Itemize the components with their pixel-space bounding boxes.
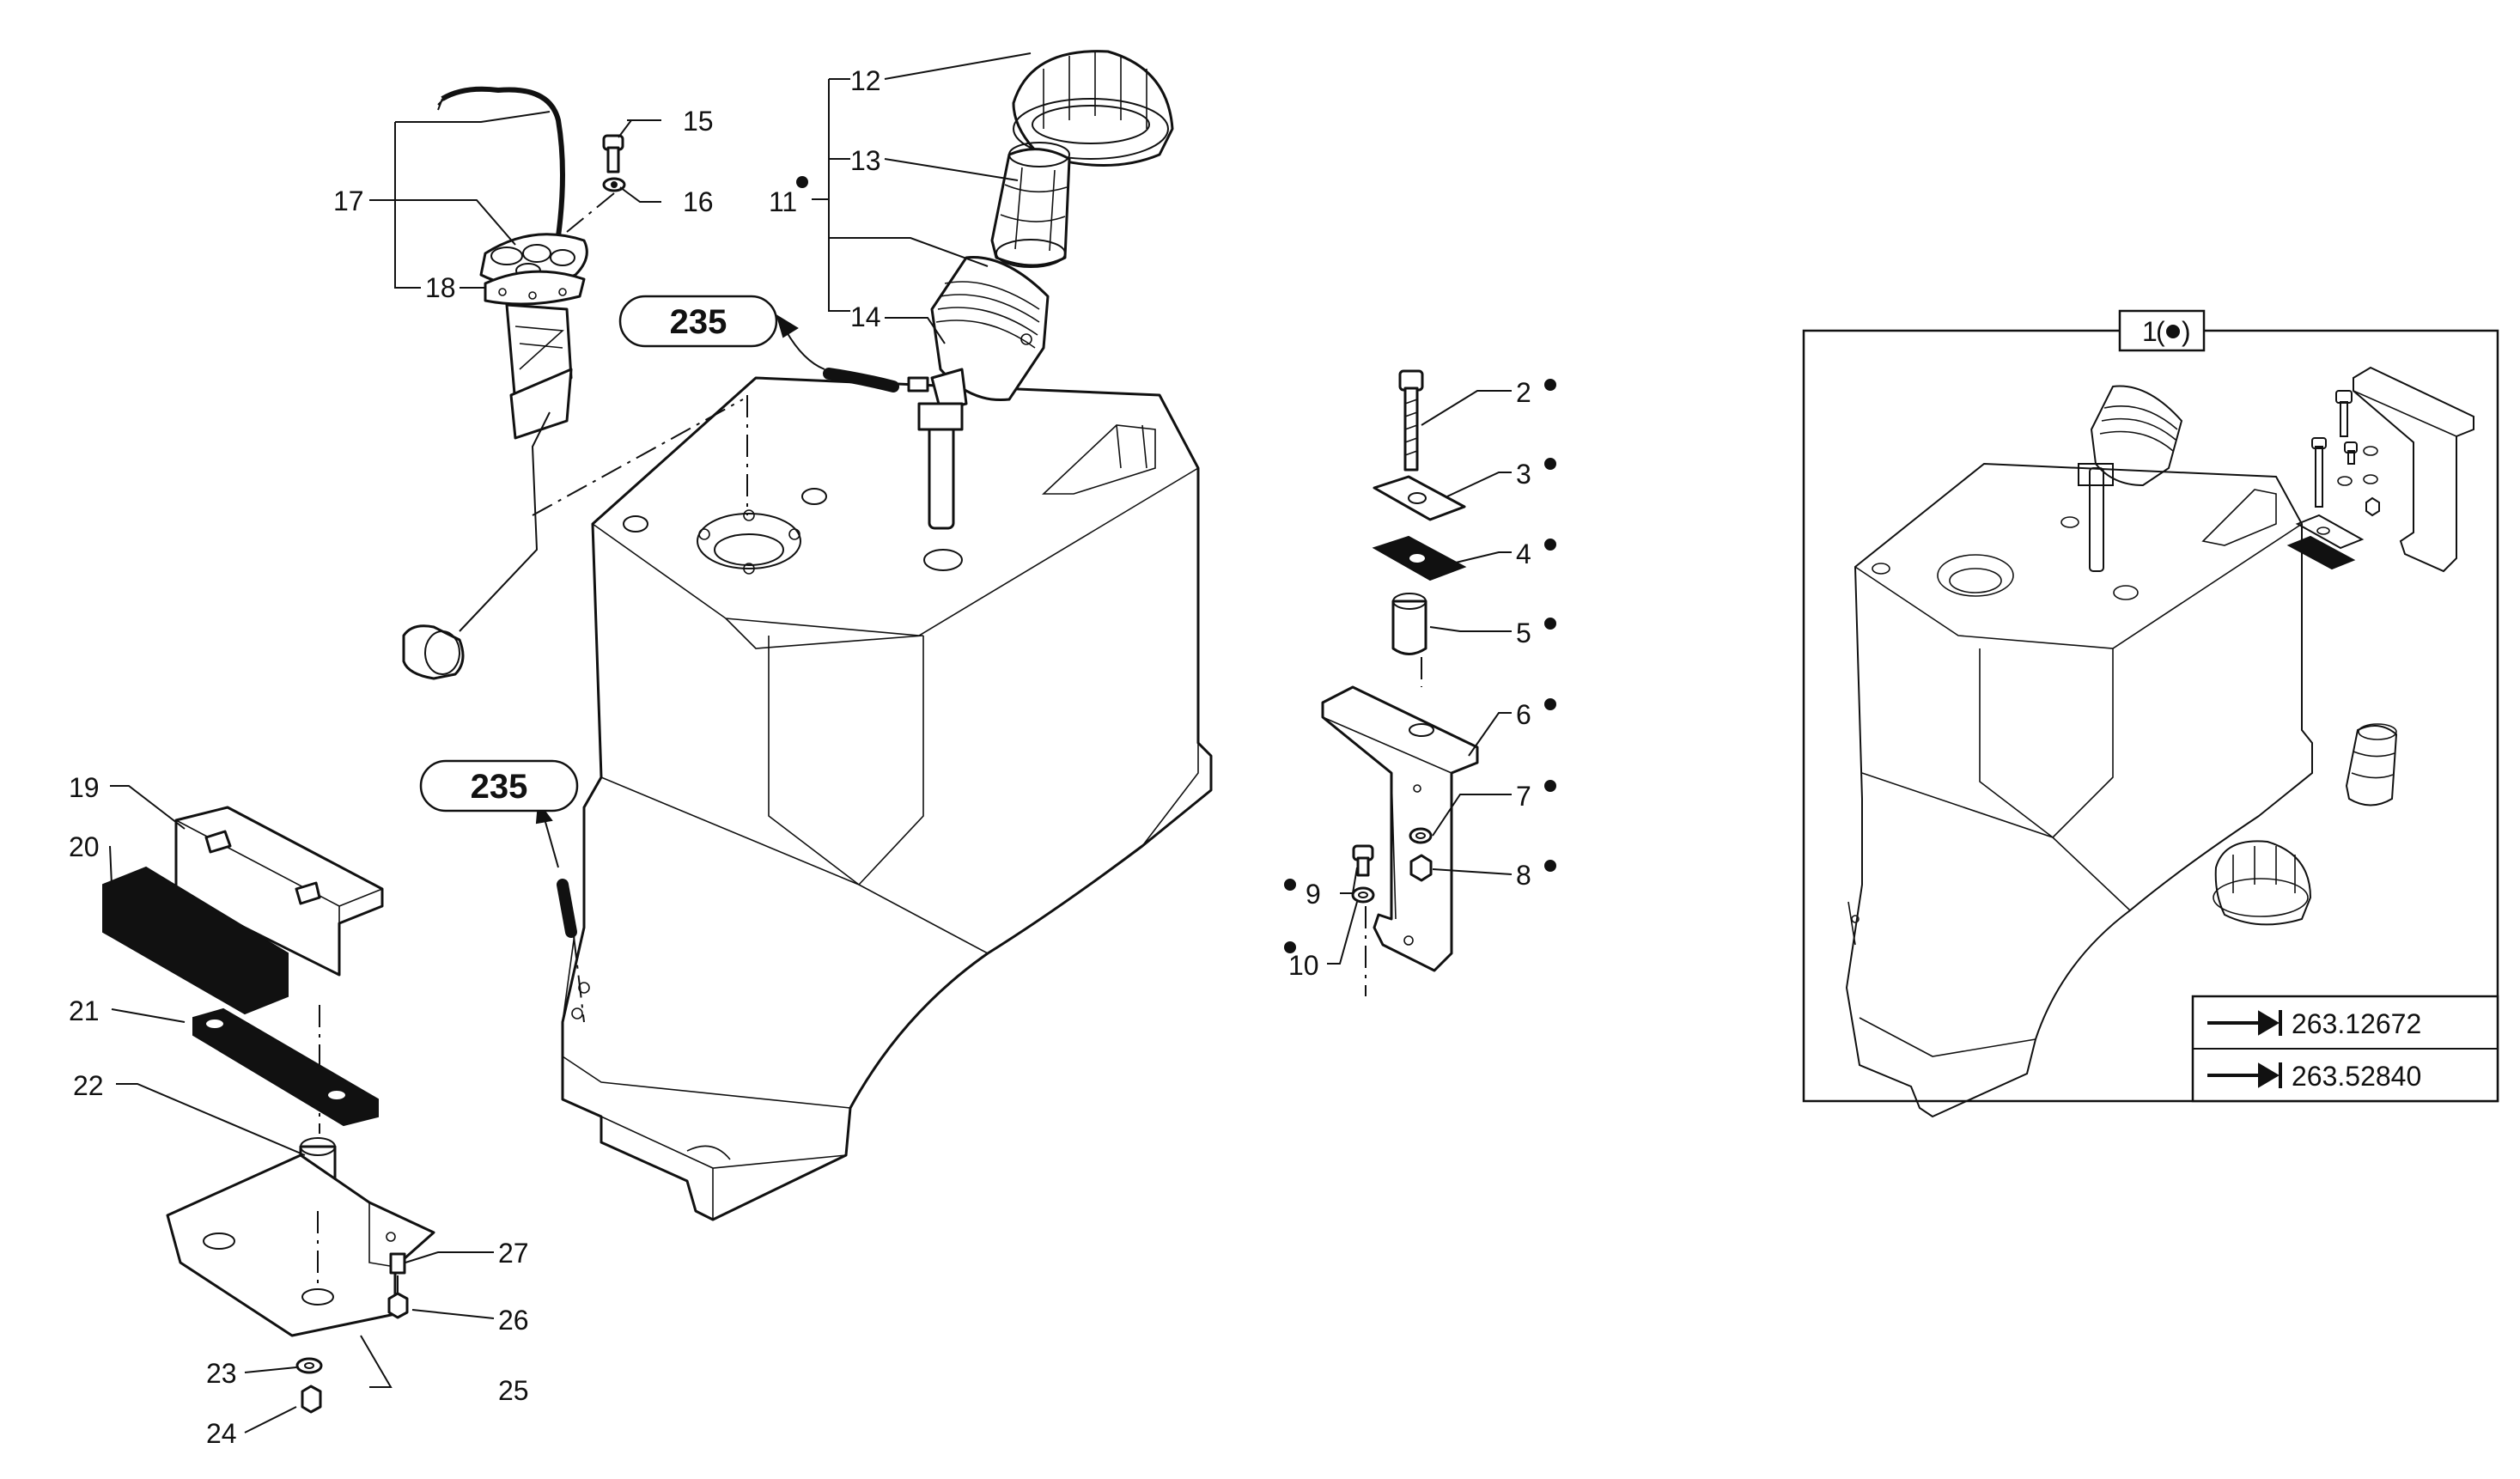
label-19: 19 — [69, 772, 100, 803]
label-26: 26 — [498, 1305, 529, 1336]
label-13: 13 — [850, 145, 881, 176]
detail-box-paren-open: ( — [2156, 316, 2165, 347]
label-18: 18 — [425, 272, 456, 303]
part-16-washer — [602, 177, 626, 192]
reference-arrow-1-head — [2258, 1010, 2280, 1036]
part-26-nut — [387, 1292, 409, 1319]
label-22: 22 — [73, 1070, 104, 1101]
reference-badge-upper-text: 235 — [670, 303, 727, 341]
label-7: 7 — [1516, 781, 1531, 812]
detail-box-paren-close: ) — [2182, 316, 2191, 347]
label-16: 16 — [683, 186, 714, 217]
vent-hose — [557, 368, 899, 1023]
reference-badge-lower[interactable]: 235 — [419, 759, 579, 813]
label-20: 20 — [69, 831, 100, 862]
reference-code-2[interactable]: 263.52840 — [2292, 1061, 2421, 1092]
detail-bracket — [2286, 366, 2474, 573]
label-6: 6 — [1516, 699, 1531, 730]
part-5-spacer — [1391, 593, 1427, 655]
reference-arrow-2-head — [2258, 1062, 2280, 1088]
part-10-washer — [1351, 886, 1375, 904]
reference-code-1[interactable]: 263.12672 — [2292, 1008, 2421, 1039]
detail-cap — [2213, 840, 2312, 926]
bullet-3 — [1544, 458, 1556, 470]
bullet-2 — [1544, 379, 1556, 391]
part-18-float-arm — [402, 303, 573, 680]
label-23: 23 — [206, 1358, 237, 1389]
part-24-nut — [301, 1385, 322, 1414]
label-2: 2 — [1516, 377, 1531, 408]
part-14-breather — [907, 368, 968, 530]
label-24: 24 — [206, 1418, 237, 1449]
part-27-bolt — [389, 1252, 406, 1275]
detail-box-bullet — [2166, 325, 2180, 338]
label-3: 3 — [1516, 459, 1531, 490]
label-11: 11 — [769, 186, 797, 217]
bullet-7 — [1544, 780, 1556, 792]
leader-lines — [107, 52, 1513, 1433]
part-20-rubber-block — [102, 866, 289, 1015]
fuel-tank — [561, 256, 1213, 1221]
label-8: 8 — [1516, 860, 1531, 891]
bullet-8 — [1544, 860, 1556, 872]
part-labels: 12 13 11 14 15 16 17 18 2 3 4 5 6 7 8 9 … — [69, 65, 1556, 1449]
label-17: 17 — [333, 186, 364, 216]
part-6-bracket — [1321, 685, 1479, 972]
label-10: 10 — [1288, 950, 1319, 981]
bullet-4 — [1544, 539, 1556, 551]
bullet-5 — [1544, 618, 1556, 630]
detail-strainer — [2345, 723, 2398, 806]
reference-badge-lower-text: 235 — [471, 768, 528, 806]
detail-reference-table: 263.12672 263.52840 — [2191, 995, 2499, 1103]
label-9: 9 — [1306, 879, 1321, 910]
bullet-11 — [796, 176, 808, 188]
label-15: 15 — [683, 106, 714, 137]
label-25: 25 — [498, 1375, 529, 1406]
reference-badge-upper[interactable]: 235 — [618, 295, 778, 348]
label-4: 4 — [1516, 539, 1531, 569]
part-4-rubber-plate — [1372, 535, 1467, 581]
bullet-9 — [1284, 879, 1296, 891]
label-27: 27 — [498, 1238, 529, 1269]
part-21-plate — [192, 1007, 379, 1127]
detail-box-label: 1 — [2142, 316, 2158, 347]
part-15-screw — [602, 134, 624, 173]
part-13-strainer — [990, 142, 1071, 268]
part-17-sender — [437, 86, 588, 306]
label-12: 12 — [850, 65, 881, 96]
label-5: 5 — [1516, 618, 1531, 648]
part-23-washer — [295, 1357, 323, 1374]
part-7-washer — [1409, 827, 1433, 844]
part-9-screw — [1352, 844, 1374, 877]
bullet-10 — [1284, 941, 1296, 953]
detail-tank — [1845, 385, 2313, 1118]
part-8-nut — [1409, 854, 1433, 882]
part-3-plate — [1373, 475, 1466, 521]
detail-box: 1 ( ) — [1802, 309, 2499, 1118]
label-14: 14 — [850, 301, 881, 332]
bullet-6 — [1544, 698, 1556, 710]
label-21: 21 — [69, 995, 100, 1026]
part-2-bolt — [1398, 369, 1424, 472]
